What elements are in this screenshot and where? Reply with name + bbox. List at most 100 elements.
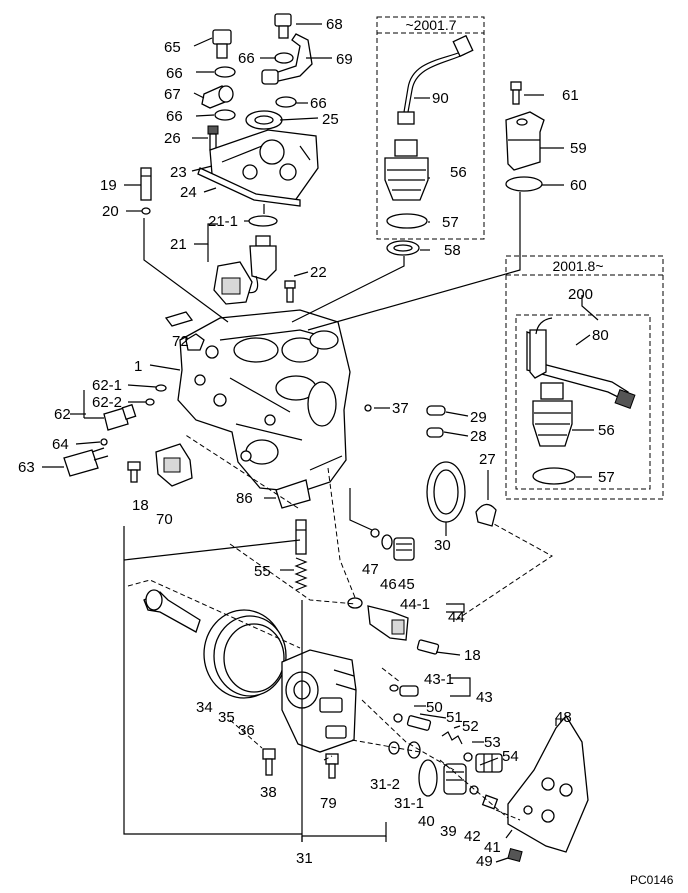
stud-19	[140, 167, 152, 201]
bracket-86	[275, 479, 311, 509]
seal-25	[245, 110, 283, 130]
washer-66-d	[214, 109, 236, 121]
late-version-title: 2001.8~	[553, 258, 604, 274]
pin-29	[426, 405, 446, 416]
distributor-head	[281, 649, 357, 753]
bolt-18-upper	[127, 461, 141, 483]
o-ring-57-early	[386, 213, 428, 229]
label-57-b: 57	[598, 469, 615, 486]
o-ring-57-late	[532, 467, 576, 485]
label-31-2: 31-2	[370, 776, 400, 793]
valve-51	[406, 715, 432, 731]
label-53: 53	[484, 734, 501, 751]
bolt-61	[510, 81, 522, 105]
label-48: 48	[555, 709, 572, 726]
connector-90	[397, 34, 474, 125]
washer-53	[463, 752, 473, 762]
pump-body-1	[177, 309, 351, 493]
label-62: 62	[54, 406, 71, 423]
valve-39	[443, 763, 467, 795]
label-200: 200	[568, 286, 593, 303]
label-18-b: 18	[464, 647, 481, 664]
label-62-1: 62-1	[92, 377, 122, 394]
label-54: 54	[502, 748, 519, 765]
label-62-2: 62-2	[92, 394, 122, 411]
label-35: 35	[218, 709, 235, 726]
pipe-69	[261, 33, 313, 85]
label-59: 59	[570, 140, 587, 157]
label-39: 39	[440, 823, 457, 840]
label-40: 40	[418, 813, 435, 830]
seal-31-2	[388, 741, 400, 755]
leader-lines	[42, 23, 599, 863]
pin-28	[426, 427, 444, 438]
bolt-49	[507, 848, 523, 862]
clip-72	[164, 311, 194, 327]
label-80: 80	[592, 327, 609, 344]
o-ring-44-1	[347, 597, 363, 609]
fitting-54	[475, 753, 503, 773]
shaft-31	[143, 589, 201, 633]
label-67: 67	[164, 86, 181, 103]
spring-52	[441, 731, 463, 745]
label-58: 58	[444, 242, 461, 259]
fitting-68	[274, 13, 292, 39]
seal-62-2	[145, 398, 155, 406]
plug-72	[185, 333, 205, 351]
housing-59	[505, 111, 545, 171]
label-55: 55	[254, 563, 271, 580]
washer-66-b	[274, 52, 294, 64]
washer-42	[469, 785, 479, 795]
early-version-title: ~2001.7	[406, 17, 457, 33]
label-61: 61	[562, 87, 579, 104]
label-37: 37	[392, 400, 409, 417]
label-51: 51	[446, 709, 463, 726]
bolt-65	[212, 29, 232, 59]
ring-36	[223, 623, 285, 693]
label-23: 23	[170, 164, 187, 181]
cover-23	[209, 129, 319, 203]
label-72: 72	[172, 333, 189, 350]
dashed-axis-lines	[127, 433, 553, 821]
cover-48	[507, 714, 589, 853]
bolt-26	[207, 125, 219, 151]
washer-66-c	[275, 96, 297, 108]
bolt-18-lower	[416, 639, 440, 655]
label-50: 50	[426, 699, 443, 716]
o-ring-21-1	[248, 215, 278, 227]
label-86: 86	[236, 490, 253, 507]
figure-code: PC0146	[630, 873, 674, 887]
late-version-inset: 2001.8~	[505, 255, 664, 500]
ball-37	[364, 404, 372, 412]
o-ring-64	[100, 438, 108, 446]
label-43-1: 43-1	[424, 671, 454, 688]
washer-47	[370, 528, 380, 538]
label-90: 90	[432, 90, 449, 107]
solenoid-56-late	[532, 382, 573, 447]
label-57-a: 57	[442, 214, 459, 231]
solenoid-56-early	[384, 139, 429, 201]
label-66-b: 66	[238, 50, 255, 67]
label-46: 46	[380, 576, 397, 593]
label-24: 24	[180, 184, 197, 201]
label-31: 31	[296, 850, 313, 867]
o-ring-40	[418, 759, 438, 797]
label-44: 44	[448, 609, 465, 626]
label-36: 36	[238, 722, 255, 739]
seal-62-1	[155, 384, 167, 392]
banjo-67	[201, 85, 234, 109]
connector-63	[63, 447, 109, 477]
label-42: 42	[464, 828, 481, 845]
label-45: 45	[398, 576, 415, 593]
o-ring-60	[505, 176, 543, 192]
label-44-1: 44-1	[400, 596, 430, 613]
label-21: 21	[170, 236, 187, 253]
washer-50	[393, 713, 403, 723]
label-27: 27	[479, 451, 496, 468]
label-56-b: 56	[598, 422, 615, 439]
label-64: 64	[52, 436, 69, 453]
label-66-d: 66	[166, 108, 183, 125]
label-1: 1	[134, 358, 142, 375]
label-66-a: 66	[166, 65, 183, 82]
label-70: 70	[156, 511, 173, 528]
